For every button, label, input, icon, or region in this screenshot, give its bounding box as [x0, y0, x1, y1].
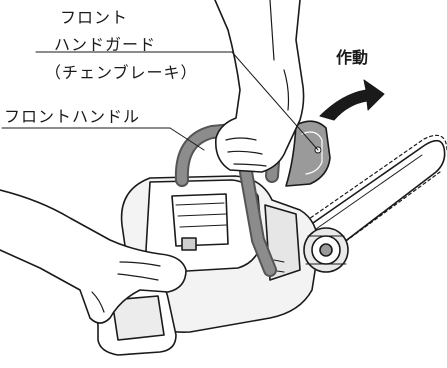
rear-gripping-hand — [0, 189, 187, 324]
label-front-hand-guard-line1: フロント — [60, 8, 129, 27]
label-action: 作動 — [336, 48, 369, 67]
label-front-hand-guard-line3: （チェンブレーキ） — [45, 63, 198, 82]
chainsaw-body — [120, 175, 319, 334]
action-arrow-icon — [319, 79, 385, 121]
label-front-hand-guard-line2: ハンドガード — [54, 35, 157, 54]
label-front-handle: フロントハンドル — [4, 107, 141, 126]
leader-line-hand-guard — [35, 51, 319, 151]
leader-line-front-handle — [1, 127, 205, 151]
sprocket-cover — [303, 227, 349, 273]
front-hand-guard — [285, 120, 331, 187]
front-gripping-hand — [214, 0, 305, 173]
